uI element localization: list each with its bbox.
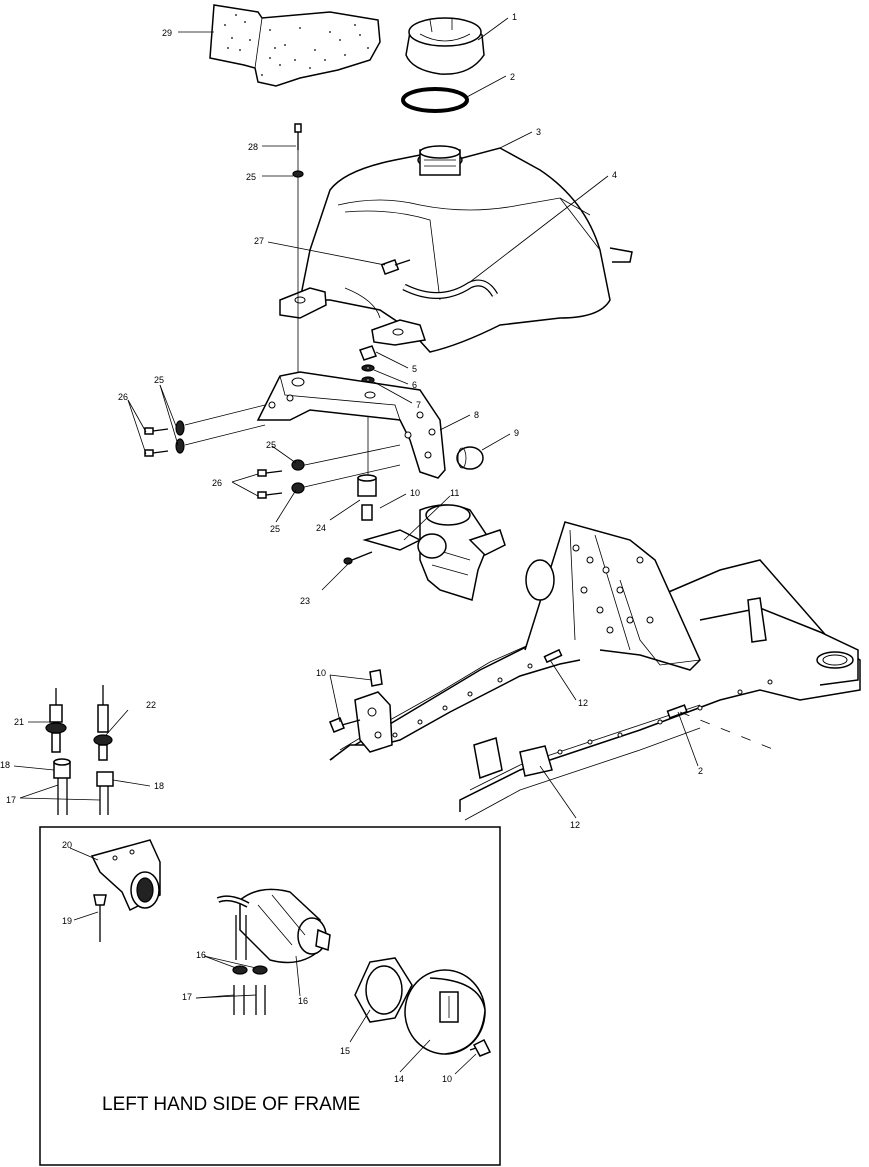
- callout-7: 7: [416, 400, 421, 410]
- callout-26-mid: 26: [212, 478, 222, 488]
- long-bolt: [292, 123, 304, 380]
- callout-26-left: 26: [118, 392, 128, 402]
- callout-10-frame: 10: [316, 668, 326, 678]
- callout-17-inset: 17: [182, 992, 192, 1002]
- callout-23: 23: [300, 596, 310, 606]
- rubber-plug: [456, 446, 484, 470]
- callout-12-lower: 12: [570, 820, 580, 830]
- bolts-middle: [257, 444, 401, 499]
- callout-19: 19: [62, 916, 72, 926]
- callout-21: 21: [14, 717, 24, 727]
- spacer: [357, 474, 377, 521]
- callout-20: 20: [62, 840, 72, 850]
- carburetor: [343, 504, 506, 601]
- callout-14: 14: [394, 1074, 404, 1084]
- callout-17: 17: [6, 795, 16, 805]
- leader-lines: [13, 17, 781, 1075]
- callout-6: 6: [412, 380, 417, 390]
- nut-washer-stack: [359, 345, 377, 480]
- callout-25-lower: 25: [270, 524, 280, 534]
- fuel-tank: [279, 145, 633, 353]
- callout-4: 4: [612, 170, 617, 180]
- callout-16-top: 16: [196, 950, 206, 960]
- callout-15: 15: [340, 1046, 350, 1056]
- o-ring: [401, 87, 469, 113]
- callout-10-inset: 10: [442, 1074, 452, 1084]
- inset-caption: LEFT HAND SIDE OF FRAME: [102, 1094, 360, 1115]
- callout-8: 8: [474, 410, 479, 420]
- inset-panel: [39, 826, 501, 1166]
- fuel-line-fittings: [45, 685, 114, 815]
- callout-25-mid: 25: [266, 440, 276, 450]
- mounting-bracket: [256, 371, 446, 479]
- callout-29: 29: [162, 28, 172, 38]
- bolts-left: [144, 404, 266, 457]
- callout-25-left: 25: [154, 375, 164, 385]
- callout-1: 1: [512, 12, 517, 22]
- callout-11: 11: [450, 488, 459, 498]
- callout-18-right: 18: [154, 781, 164, 791]
- callout-labels: 1 2 3 4 5 6 7 8 9 10 11 12 12 2 10 22 21…: [0, 12, 703, 1084]
- callout-2-frame: 2: [698, 766, 703, 776]
- callout-3: 3: [536, 127, 541, 137]
- callout-27: 27: [254, 236, 264, 246]
- callout-5: 5: [412, 364, 417, 374]
- callout-10: 10: [410, 488, 420, 498]
- callout-28: 28: [248, 142, 258, 152]
- screw-27: [380, 258, 411, 276]
- vehicle-frame: [329, 521, 861, 821]
- foam-pad: [209, 4, 381, 87]
- callout-24: 24: [316, 523, 326, 533]
- callout-18-left: 18: [0, 760, 10, 770]
- fuel-cap: [405, 17, 485, 75]
- callout-2: 2: [510, 72, 515, 82]
- callout-22: 22: [146, 700, 156, 710]
- callout-25-top: 25: [246, 172, 256, 182]
- callout-12: 12: [578, 698, 588, 708]
- callout-16: 16: [298, 996, 308, 1006]
- callout-9: 9: [514, 428, 519, 438]
